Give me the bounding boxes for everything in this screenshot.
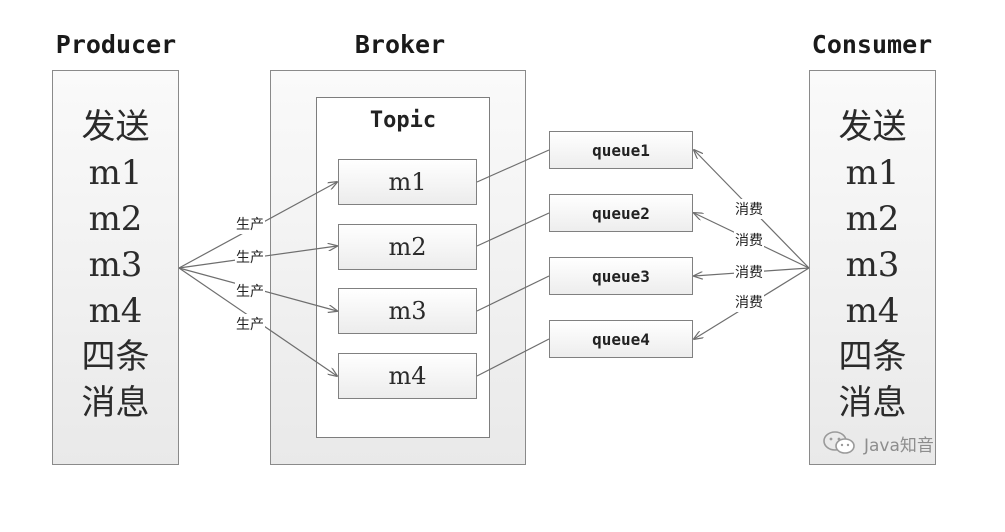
- consume-label: 消费: [734, 199, 764, 219]
- consumer-line: 发送: [838, 107, 907, 147]
- producer-line: m3: [88, 245, 143, 285]
- consumer-line: m3: [845, 245, 900, 285]
- consumer-line: m2: [845, 199, 900, 239]
- produce-label: 生产: [235, 281, 265, 301]
- watermark-text: Java知音: [864, 435, 934, 456]
- queue-1: queue1: [549, 131, 693, 169]
- produce-label: 生产: [235, 247, 265, 267]
- route-line-2: [476, 212, 550, 247]
- producer-line: m4: [88, 291, 143, 331]
- produce-label: 生产: [235, 214, 265, 234]
- consume-label: 消费: [734, 262, 764, 282]
- queue-4: queue4: [549, 320, 693, 358]
- topic-message-m2: m2: [338, 224, 477, 270]
- route-line-3: [476, 275, 550, 312]
- wechat-icon: [823, 431, 855, 454]
- consumer-line: 消息: [838, 383, 907, 423]
- topic-message-m3: m3: [338, 288, 477, 334]
- consumer-box: [809, 70, 936, 465]
- topic-message-m4: m4: [338, 353, 477, 399]
- produce-label: 生产: [235, 314, 265, 334]
- consume-label: 消费: [734, 292, 764, 312]
- consume-label: 消费: [734, 230, 764, 250]
- producer-text: 发送 m1 m2 m3 m4 四条 消息: [52, 104, 179, 426]
- consumer-line: m1: [845, 153, 900, 193]
- consumer-line: m4: [845, 291, 900, 331]
- consumer-text: 发送 m1 m2 m3 m4 四条 消息: [809, 104, 936, 426]
- watermark: Java知音: [822, 430, 934, 456]
- route-line-1: [476, 149, 550, 183]
- consumer-title: Consumer: [811, 30, 933, 59]
- route-line-4: [476, 338, 550, 377]
- producer-line: 四条: [81, 337, 150, 377]
- producer-line: m1: [88, 153, 143, 193]
- producer-box: [52, 70, 179, 465]
- topic-message-m1: m1: [338, 159, 477, 205]
- producer-title: Producer: [55, 30, 177, 59]
- broker-title: Broker: [354, 30, 446, 59]
- queue-2: queue2: [549, 194, 693, 232]
- producer-line: 发送: [81, 107, 150, 147]
- topic-title: Topic: [369, 108, 437, 133]
- queue-3: queue3: [549, 257, 693, 295]
- producer-line: m2: [88, 199, 143, 239]
- consumer-line: 四条: [838, 337, 907, 377]
- producer-line: 消息: [81, 383, 150, 423]
